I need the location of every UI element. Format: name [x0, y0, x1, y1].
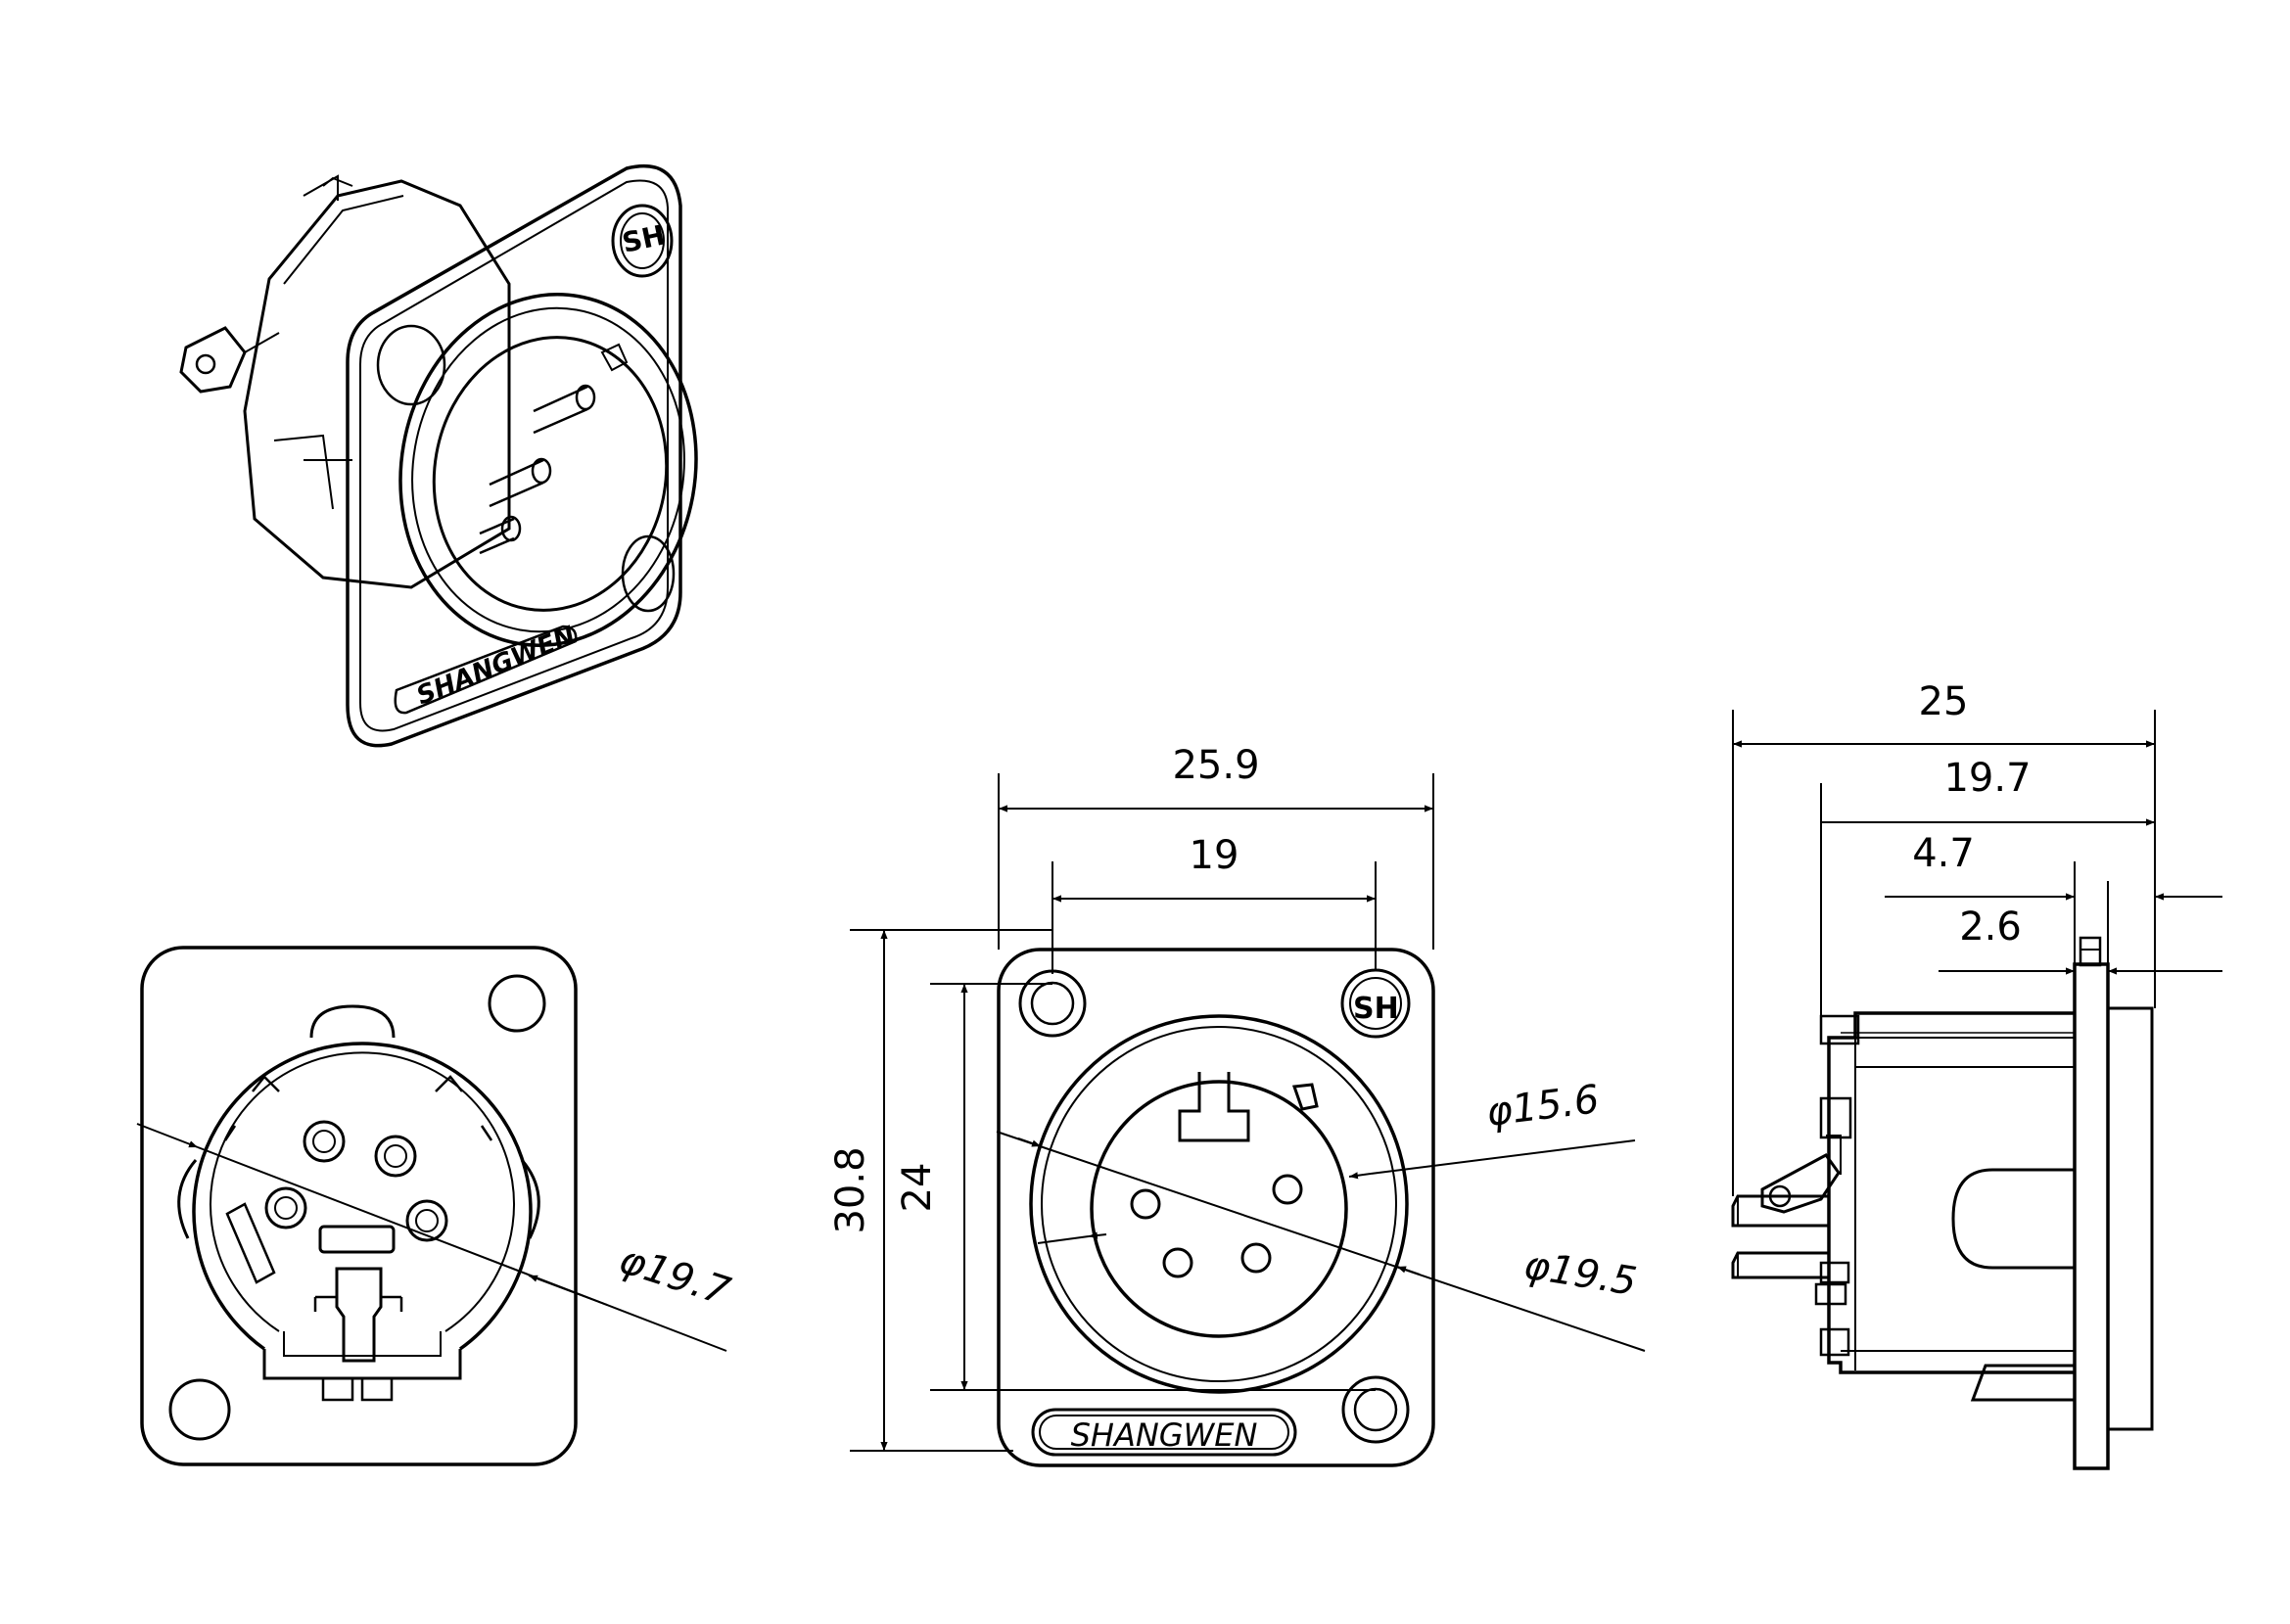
rear-view — [136, 946, 727, 1466]
rear-housing-diameter-label: φ19.7 — [614, 1237, 736, 1316]
side-overall-length-label: 25 — [1919, 679, 1969, 724]
front-logo-lettering: SH — [1353, 992, 1399, 1026]
iso-brand-plate-text: SHANGWEN — [412, 621, 580, 711]
front-overall-width-label: 25.9 — [1172, 743, 1259, 788]
front-brand-plate-text: SHANGWEN — [1071, 1416, 1258, 1454]
isometric-view — [179, 163, 698, 748]
front-inner-diameter-label: φ15.6 — [1484, 1077, 1602, 1136]
side-flange-to-front-label: 4.7 — [1912, 831, 1975, 876]
side-view — [1731, 710, 2222, 1470]
front-outer-diameter-label: φ19.5 — [1520, 1242, 1639, 1304]
front-view — [850, 773, 1646, 1467]
front-hole-spacing-height-label: 24 — [895, 1163, 940, 1213]
side-flange-thickness-label: 2.6 — [1959, 905, 2022, 950]
front-hole-spacing-width-label: 19 — [1190, 833, 1239, 878]
side-body-length-label: 19.7 — [1943, 756, 2031, 801]
front-overall-height-label: 30.8 — [828, 1146, 873, 1233]
